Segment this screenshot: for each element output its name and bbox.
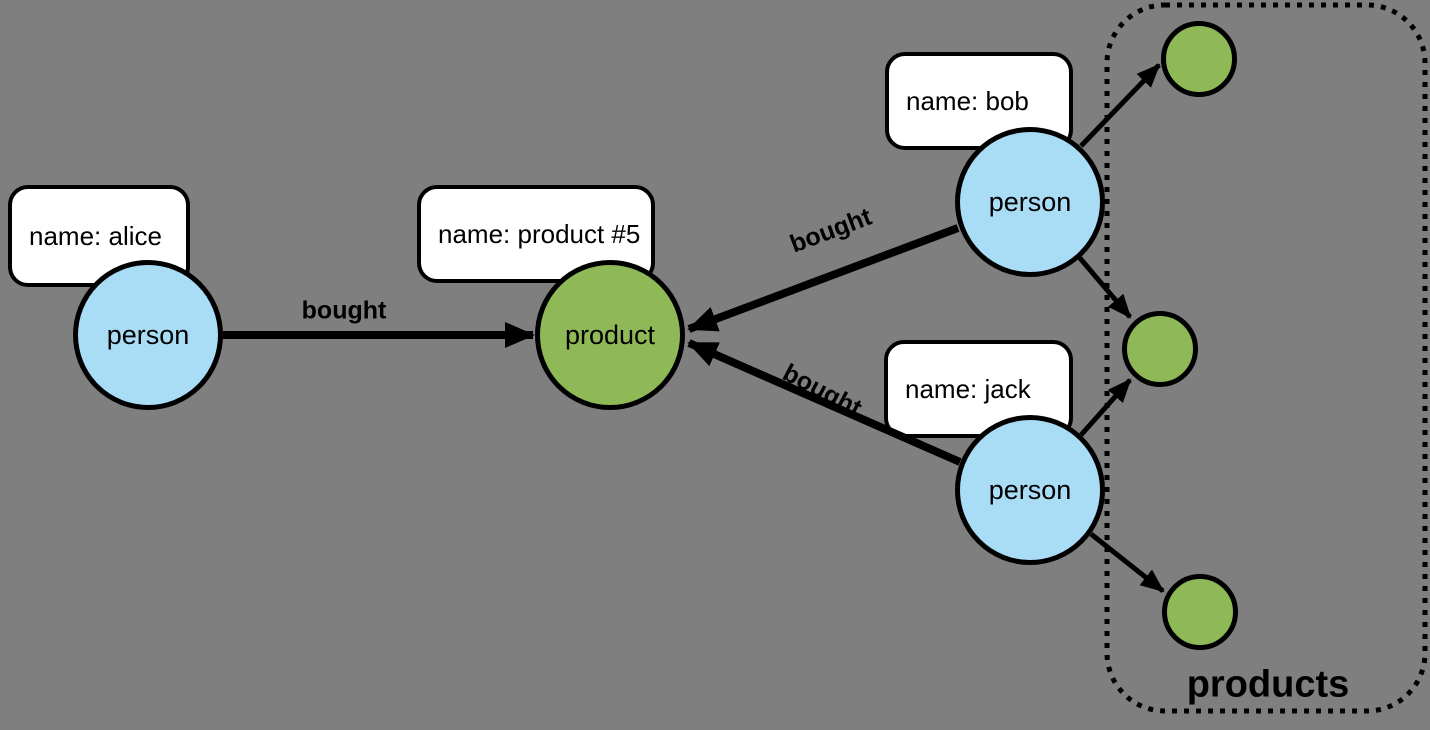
property-text-product5: name: product #5 xyxy=(438,218,641,249)
edge-jack-product-bottom xyxy=(1089,532,1165,593)
property-text-alice: name: alice xyxy=(29,220,162,251)
node-label-bob: person xyxy=(988,186,1072,217)
node-jack: person xyxy=(955,415,1105,565)
node-bob: person xyxy=(955,127,1105,277)
node-anon-product-middle xyxy=(1122,311,1198,387)
property-box-alice: name: alice xyxy=(8,185,190,287)
edge-jack-product-middle xyxy=(1079,378,1132,437)
edge-label-jack-bought: bought xyxy=(778,358,867,423)
edge-bob-product-top xyxy=(1079,63,1161,148)
node-label-alice: person xyxy=(106,319,190,350)
node-label-product5: product xyxy=(564,319,656,350)
node-alice: person xyxy=(73,260,223,410)
edge-label-bob-bought: bought xyxy=(786,202,876,259)
edge-bob-product-middle xyxy=(1077,255,1132,319)
edge-label-alice-bought: bought xyxy=(301,296,387,325)
node-product5: product xyxy=(535,260,685,410)
node-anon-product-top xyxy=(1161,21,1237,97)
products-group-label: products xyxy=(1186,663,1350,706)
property-text-jack: name: jack xyxy=(905,373,1031,404)
node-label-jack: person xyxy=(988,474,1072,505)
property-text-bob: name: bob xyxy=(906,85,1029,116)
node-anon-product-bottom xyxy=(1162,574,1238,650)
